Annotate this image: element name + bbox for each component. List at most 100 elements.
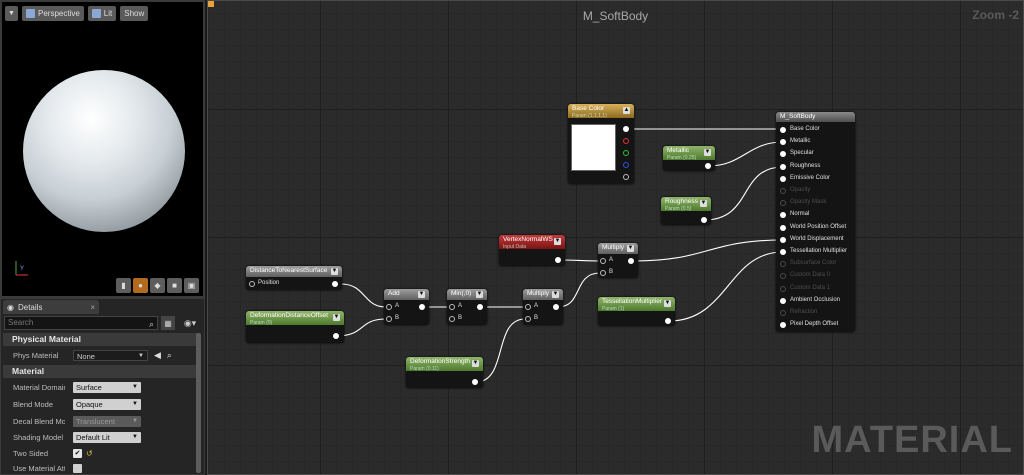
lit-button[interactable]: Lit <box>87 6 117 21</box>
chevron-down-icon[interactable]: ▼ <box>627 245 634 252</box>
result-pin-custom-data-1[interactable] <box>780 285 786 292</box>
prop-decal-blend-mode: Decal Blend Mode Translucent▼ <box>3 413 197 429</box>
pin-output[interactable] <box>472 379 478 385</box>
pin-output[interactable] <box>553 304 559 310</box>
node-multiply-top[interactable]: Multiply▼ A B <box>598 243 638 278</box>
pin-output[interactable] <box>332 281 338 287</box>
result-pin-refraction[interactable] <box>780 310 786 316</box>
grid-icon: ▦ <box>164 318 172 328</box>
cube-shape-button[interactable]: ■ <box>167 278 182 293</box>
close-icon[interactable]: × <box>90 302 95 312</box>
pin-a[interactable] <box>623 174 629 180</box>
result-pin-opacity[interactable] <box>780 188 786 194</box>
browse-search-icon[interactable]: ⌕ <box>166 349 172 360</box>
result-pin-subsurface-color[interactable] <box>780 261 786 268</box>
result-pin-world-displacement[interactable] <box>780 236 786 243</box>
pin-output[interactable] <box>477 304 483 310</box>
result-pin-custom-data-0[interactable] <box>780 273 786 280</box>
node-distance-to-nearest-surface[interactable]: DistanceToNearestSurface▼ Position <box>246 266 342 290</box>
preview-viewport[interactable]: ▼ Perspective Lit Show Y ▮ ● ◆ ■ ▣ <box>0 0 205 298</box>
lit-icon <box>91 9 101 18</box>
show-button[interactable]: Show <box>120 6 149 21</box>
result-pin-ambient-occlusion[interactable] <box>780 297 786 304</box>
result-pin-emissive-color[interactable] <box>780 175 786 182</box>
material-domain-combo[interactable]: Surface▼ <box>73 381 141 393</box>
result-pin-normal[interactable] <box>780 212 786 219</box>
pin-input-b[interactable] <box>449 316 455 322</box>
pin-input-a[interactable] <box>386 304 392 310</box>
result-pin-specular[interactable] <box>780 151 786 158</box>
perspective-button[interactable]: Perspective <box>22 6 84 21</box>
category-physical-material[interactable]: Physical Material <box>3 333 197 346</box>
use-material-attributes-checkbox[interactable] <box>73 463 82 473</box>
result-pin-label: Custom Data 0 <box>790 272 831 279</box>
arrow-left-icon[interactable]: ◀ <box>154 349 161 360</box>
pin-b[interactable] <box>623 162 629 168</box>
chevron-down-icon[interactable]: ▼ <box>418 291 425 298</box>
phys-material-combo[interactable]: None▼ <box>73 349 148 361</box>
viewport-options-dropdown[interactable]: ▼ <box>5 6 18 21</box>
details-tab[interactable]: ◉ Details × <box>3 300 99 314</box>
result-pin-pixel-depth-offset[interactable] <box>780 322 786 329</box>
pin-g[interactable] <box>623 150 629 156</box>
sphere-shape-button[interactable]: ● <box>133 278 148 293</box>
details-scrollbar[interactable] <box>196 333 201 473</box>
node-multiply-mid[interactable]: Multiply▼ A B <box>523 289 563 325</box>
prop-shading-model: Shading Model Default Lit▼ <box>3 429 197 445</box>
pin-input-b[interactable] <box>525 316 531 322</box>
chevron-down-icon[interactable]: ▼ <box>472 360 479 367</box>
pin-rgb[interactable] <box>623 126 629 132</box>
shading-model-combo[interactable]: Default Lit▼ <box>73 431 141 443</box>
blend-mode-combo[interactable]: Opaque▼ <box>73 398 141 410</box>
pin-input-a[interactable] <box>525 304 531 310</box>
chevron-down-icon[interactable]: ▼ <box>331 268 338 275</box>
chevron-down-icon[interactable]: ▼ <box>664 300 671 307</box>
chevron-down-icon[interactable]: ▼ <box>333 314 340 321</box>
property-matrix-button[interactable]: ▦ <box>161 316 175 330</box>
result-pin-base-color[interactable] <box>780 127 786 133</box>
reset-to-default-icon[interactable]: ↺ <box>86 448 93 458</box>
cylinder-shape-button[interactable]: ▮ <box>116 278 131 293</box>
chevron-down-icon[interactable]: ▼ <box>552 291 559 298</box>
pin-output[interactable] <box>555 257 561 263</box>
pin-input-a[interactable] <box>449 304 455 310</box>
collapse-icon[interactable]: ▲ <box>623 107 630 114</box>
pin-output[interactable] <box>333 333 339 339</box>
result-pin-roughness[interactable] <box>780 163 786 170</box>
plane-shape-button[interactable]: ◆ <box>150 278 165 293</box>
details-search-input[interactable]: Search ⌕ <box>4 316 158 330</box>
category-material[interactable]: Material <box>3 365 197 378</box>
pin-input-b[interactable] <box>386 316 392 322</box>
result-pin-tessellation-multiplier[interactable] <box>780 249 786 255</box>
pin-input-a[interactable] <box>600 258 606 264</box>
chevron-down-icon[interactable]: ▼ <box>554 238 561 245</box>
result-pin-world-position-offset[interactable] <box>780 224 786 231</box>
node-min[interactable]: Min(,0)▼ A B <box>447 289 487 325</box>
pin-output[interactable] <box>419 304 425 310</box>
pin-output[interactable] <box>628 258 634 264</box>
pin-r[interactable] <box>623 138 629 144</box>
pin-output[interactable] <box>665 318 671 324</box>
result-pin-metallic[interactable] <box>780 139 786 146</box>
pin-input-position[interactable] <box>249 281 255 287</box>
mesh-shape-button[interactable]: ▣ <box>184 278 199 293</box>
node-add[interactable]: Add▼ A B <box>384 289 429 325</box>
pin-input-b[interactable] <box>600 270 606 276</box>
chevron-down-icon[interactable]: ▼ <box>476 291 483 298</box>
view-options-button[interactable]: ◉▾ <box>178 316 202 330</box>
result-pin-opacity-mask[interactable] <box>780 200 786 207</box>
two-sided-checkbox[interactable]: ✔ <box>73 448 82 458</box>
chevron-down-icon[interactable]: ▼ <box>700 200 707 207</box>
pin-output[interactable] <box>705 163 711 169</box>
chevron-down-icon[interactable]: ▼ <box>704 149 711 156</box>
pin-output[interactable] <box>701 217 707 223</box>
